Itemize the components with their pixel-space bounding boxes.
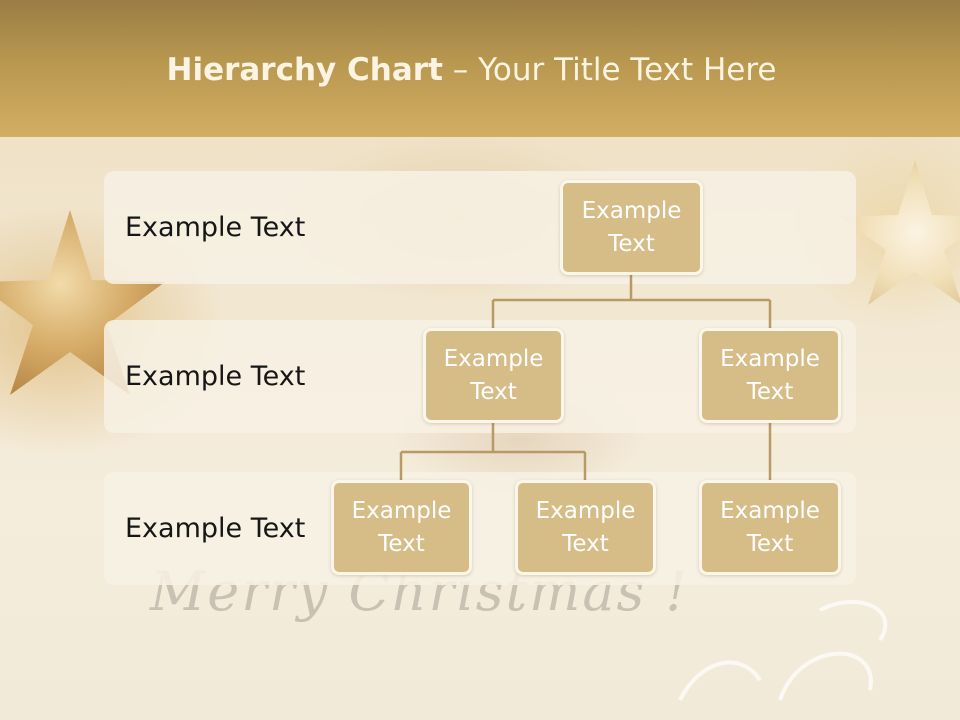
node-leaf-1-line2: Text: [378, 530, 425, 557]
level-row-1: Example Text: [104, 171, 856, 284]
node-root-line2: Text: [608, 230, 655, 257]
title-band: Hierarchy Chart – Your Title Text Here: [0, 0, 960, 137]
node-mid-left-line2: Text: [470, 378, 517, 405]
swirl-ornament: [678, 600, 888, 701]
node-leaf-2-line2: Text: [562, 530, 609, 557]
level-label-2: Example Text: [125, 361, 306, 392]
level-label-3: Example Text: [125, 513, 306, 544]
node-mid-right-line2: Text: [746, 378, 794, 405]
node-leaf-3-line2: Text: [746, 530, 794, 557]
node-mid-right-line1: Example: [720, 345, 820, 372]
node-leaf-1-line1: Example: [351, 497, 452, 524]
node-mid-left-line1: Example: [443, 345, 544, 372]
title-rest: – Your Title Text Here: [442, 52, 777, 88]
gold-star-icon: [0, 210, 165, 395]
connector-midleft-to-leaves: [399, 422, 587, 482]
level-label-1: Example Text: [125, 212, 306, 243]
pale-star-icon: [840, 160, 960, 305]
node-leaf-2-line1: Example: [535, 497, 636, 524]
node-leaf-3-line1: Example: [720, 497, 820, 524]
node-root-line1: Example: [581, 197, 682, 224]
connector-root-to-level2: [491, 275, 772, 330]
title-bold: Hierarchy Chart: [166, 52, 443, 88]
slide-title: Hierarchy Chart – Your Title Text Here: [0, 52, 943, 88]
